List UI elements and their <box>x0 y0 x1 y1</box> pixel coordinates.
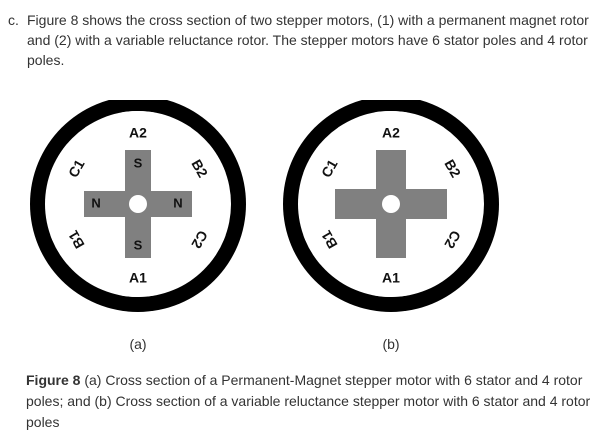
motor-a-pole-label-c2: C2 <box>188 228 211 252</box>
motor-a-pole-c1: C1 <box>48 142 102 193</box>
panel-label-b: (b) <box>382 336 400 352</box>
question-text: Figure 8 shows the cross section of two … <box>27 12 589 68</box>
motor-a-rotor-pole-top: S <box>134 155 143 170</box>
motor-a-rotor-pole-bottom: S <box>134 237 143 252</box>
motor-a-shaft <box>129 195 147 213</box>
panel-label-a: (a) <box>129 336 147 352</box>
motor-b-pole-b1: B1 <box>301 215 355 266</box>
motor-b: A2 B2 C2 A1 B1 <box>283 100 499 312</box>
motor-b-pole-a2: A2 <box>374 111 408 152</box>
motor-a: A2 B2 C2 A1 B1 <box>30 100 246 312</box>
motor-b-pole-label-a1: A1 <box>382 270 400 286</box>
motor-b-pole-label-c2: C2 <box>441 228 464 252</box>
motor-b-pole-label-b1: B1 <box>318 228 341 252</box>
motor-b-pole-b2: B2 <box>427 142 481 193</box>
motor-a-pole-label-a2: A2 <box>129 125 147 141</box>
motor-a-pole-label-b2: B2 <box>188 157 211 181</box>
motor-a-pole-label-c1: C1 <box>65 156 88 180</box>
motor-b-pole-a1: A1 <box>374 256 408 297</box>
motor-b-pole-label-c1: C1 <box>318 156 341 180</box>
motor-a-pole-label-a1: A1 <box>129 270 147 286</box>
motor-b-pole-c2: C2 <box>427 215 481 266</box>
motor-a-rotor: S N S N <box>84 150 192 258</box>
motor-a-rotor-pole-right: N <box>173 195 182 210</box>
motor-a-pole-label-b1: B1 <box>65 228 88 252</box>
figure-caption: Figure 8 (a) Cross section of a Permanen… <box>26 370 598 433</box>
motor-b-pole-c1: C1 <box>301 142 355 193</box>
motor-a-pole-a1: A1 <box>121 256 155 297</box>
caption-label: Figure 8 <box>26 372 81 388</box>
question-paragraph: c. Figure 8 shows the cross section of t… <box>8 10 603 70</box>
motor-b-pole-label-a2: A2 <box>382 125 400 141</box>
motor-b-rotor <box>335 150 447 258</box>
motor-a-rotor-pole-left: N <box>91 195 100 210</box>
caption-text: (a) Cross section of a Permanent-Magnet … <box>26 372 591 430</box>
figure-8-diagram: A2 B2 C2 A1 B1 <box>30 100 499 312</box>
motor-a-pole-a2: A2 <box>121 111 155 152</box>
question-marker: c. <box>8 12 19 28</box>
motor-a-pole-c2: C2 <box>174 215 228 266</box>
motor-b-pole-label-b2: B2 <box>441 157 464 181</box>
motor-b-shaft <box>382 195 400 213</box>
motor-a-pole-b2: B2 <box>174 142 228 193</box>
motor-a-pole-b1: B1 <box>48 215 102 266</box>
